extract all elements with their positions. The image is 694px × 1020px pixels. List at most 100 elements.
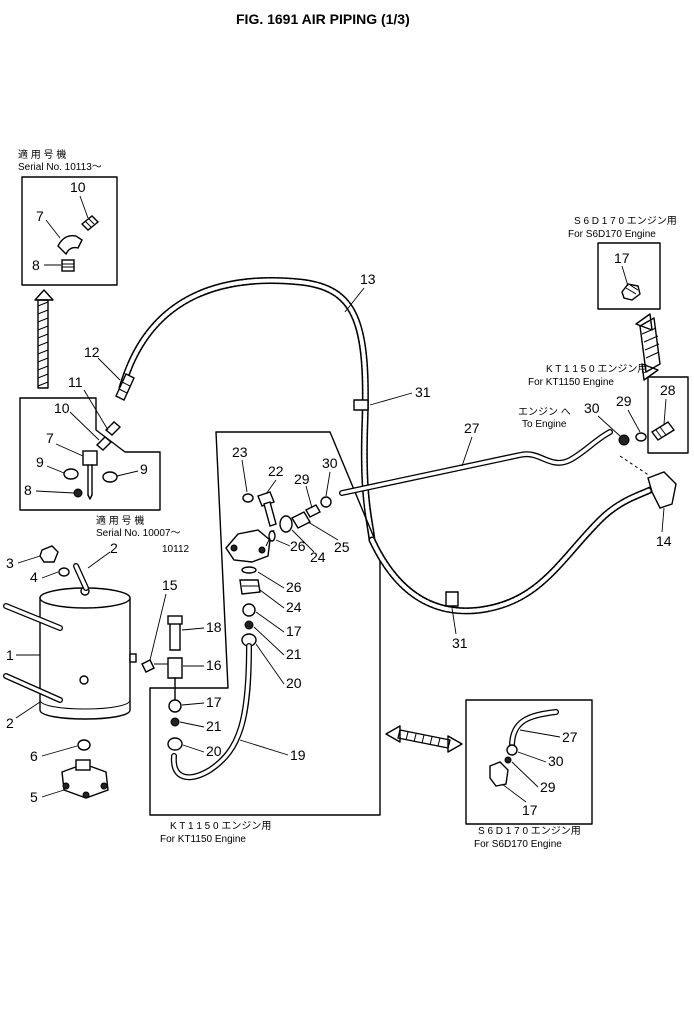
nipple-10-inset	[80, 215, 100, 231]
kt1150-frame	[149, 431, 381, 816]
inset-serial-10113: 適 用 号 機 Serial No. 10113～ 10 7 8	[18, 148, 118, 286]
washer-23	[242, 493, 254, 503]
governor-valve	[225, 529, 271, 563]
note-s6d-bottom-jp: S 6 D 1 7 0 エンジン用	[478, 826, 581, 837]
nut-20-left	[167, 737, 183, 751]
note-to-engine-jp: エンジン へ	[518, 407, 571, 418]
callout-23: 23	[232, 444, 248, 460]
callout-28: 28	[660, 382, 676, 398]
inset-s6d170-bottom: 27 30 29 17	[465, 699, 593, 825]
callout-31-lower: 31	[452, 635, 468, 651]
arrow-up-to-inset	[34, 289, 54, 389]
callout-5: 5	[30, 789, 38, 805]
hose-13: 12 13 31	[84, 271, 431, 544]
valve-18	[169, 621, 181, 651]
callout-29-inset: 29	[540, 779, 556, 795]
kt1150-right-frame	[647, 376, 689, 454]
tee-16	[167, 657, 183, 679]
callout-2-upper: 2	[110, 540, 118, 556]
note-s6d-bottom: For S6D170 Engine	[474, 839, 562, 850]
callout-9-left: 9	[36, 454, 44, 470]
callout-26-lower: 26	[286, 579, 302, 595]
callout-21-center: 21	[286, 646, 302, 662]
callout-30-right: 30	[584, 400, 600, 416]
note-kt-right: For KT1150 Engine	[528, 377, 614, 388]
callout-29-center: 29	[294, 471, 310, 487]
pipe-27: 27	[339, 420, 613, 496]
detail-frame-mid-left	[19, 397, 161, 511]
inset-frame-top-right	[597, 242, 661, 310]
note-kt-right-jp: K T 1 1 5 0 エンジン用	[546, 364, 647, 375]
union-25	[291, 511, 311, 529]
note-s6d-top-jp: S 6 D 1 7 0 エンジン用	[574, 216, 677, 227]
ring-21-center	[244, 620, 254, 630]
detail-serial-10007: 10 11 7 9 9 8	[19, 374, 161, 511]
hose-fitting-12	[115, 373, 135, 401]
callout-17-inset-bottom: 17	[522, 802, 538, 818]
callout-1: 1	[6, 647, 14, 663]
note-kt-bottom: For KT1150 Engine	[160, 834, 246, 845]
callout-8: 8	[24, 482, 32, 498]
washer-4	[58, 567, 70, 577]
note-serial-mid-2: 10112	[162, 544, 190, 555]
inset-s6d170-top: S 6 D 1 7 0 エンジン用 For S6D170 Engine 17	[568, 216, 677, 310]
plug-8	[73, 488, 83, 498]
callout-17-left: 17	[206, 694, 222, 710]
callout-14: 14	[656, 533, 672, 549]
oring-26-upper	[268, 530, 276, 542]
callout-15: 15	[162, 577, 178, 593]
callout-16: 16	[206, 657, 222, 673]
callout-2-lower: 2	[6, 715, 14, 731]
clamp-31-upper	[353, 399, 369, 411]
tee-7	[82, 450, 98, 466]
callout-27: 27	[464, 420, 480, 436]
connector-24-upper	[279, 515, 293, 533]
callout-20-center: 20	[286, 675, 302, 691]
hose-to-14: 31 14	[368, 455, 677, 651]
note-s6d-top: For S6D170 Engine	[568, 229, 656, 240]
connector-24-lower	[239, 579, 261, 595]
elbow-7-inset	[57, 235, 83, 256]
callout-6: 6	[30, 748, 38, 764]
callout-29-right: 29	[616, 393, 632, 409]
callout-7: 7	[46, 430, 54, 446]
ring-21-left	[170, 717, 180, 727]
fitting-15	[141, 659, 155, 673]
fitting-11	[104, 421, 122, 436]
oring-26-lower	[241, 566, 257, 574]
elbow-14	[647, 471, 677, 509]
sleeve-17-left	[168, 699, 182, 713]
callout-4: 4	[30, 569, 38, 585]
fitting-9-right	[102, 471, 118, 483]
note-kt-bottom-jp: K T 1 1 5 0 エンジン用	[170, 821, 271, 832]
callout-30-center: 30	[322, 455, 338, 471]
note-serial-mid-jp: 適 用 号 機	[96, 514, 144, 527]
nut-29-right	[635, 432, 647, 442]
note-serial-mid-1: Serial No. 10007～	[96, 528, 181, 539]
callout-10: 10	[54, 400, 70, 416]
callout-8-inset: 8	[32, 257, 40, 273]
drain-valve: 6 5	[30, 739, 109, 805]
callout-17-inset-top: 17	[614, 250, 630, 266]
callout-20-left: 20	[206, 743, 222, 759]
callout-24-upper: 24	[310, 549, 326, 565]
callout-30-inset: 30	[548, 753, 564, 769]
callout-27-inset: 27	[562, 729, 578, 745]
nut-29-inset	[504, 756, 512, 764]
figure-title: FIG. 1691 AIR PIPING (1/3)	[236, 11, 410, 27]
callout-26-upper: 26	[290, 538, 306, 554]
note-serial-top-jp: 適 用 号 機	[18, 148, 66, 161]
note-serial-top: Serial No. 10113～	[18, 162, 102, 173]
callout-18: 18	[206, 619, 222, 635]
callout-9-right: 9	[140, 461, 148, 477]
inset-frame-bottom-right	[465, 699, 593, 825]
callout-31-upper: 31	[415, 384, 431, 400]
plug-8-inset	[61, 259, 75, 272]
nipple-10	[95, 436, 113, 451]
callout-25: 25	[334, 539, 350, 555]
callout-13: 13	[360, 271, 376, 287]
elbow-17-inset	[489, 761, 509, 787]
callout-12: 12	[84, 344, 100, 360]
callout-3: 3	[6, 555, 14, 571]
